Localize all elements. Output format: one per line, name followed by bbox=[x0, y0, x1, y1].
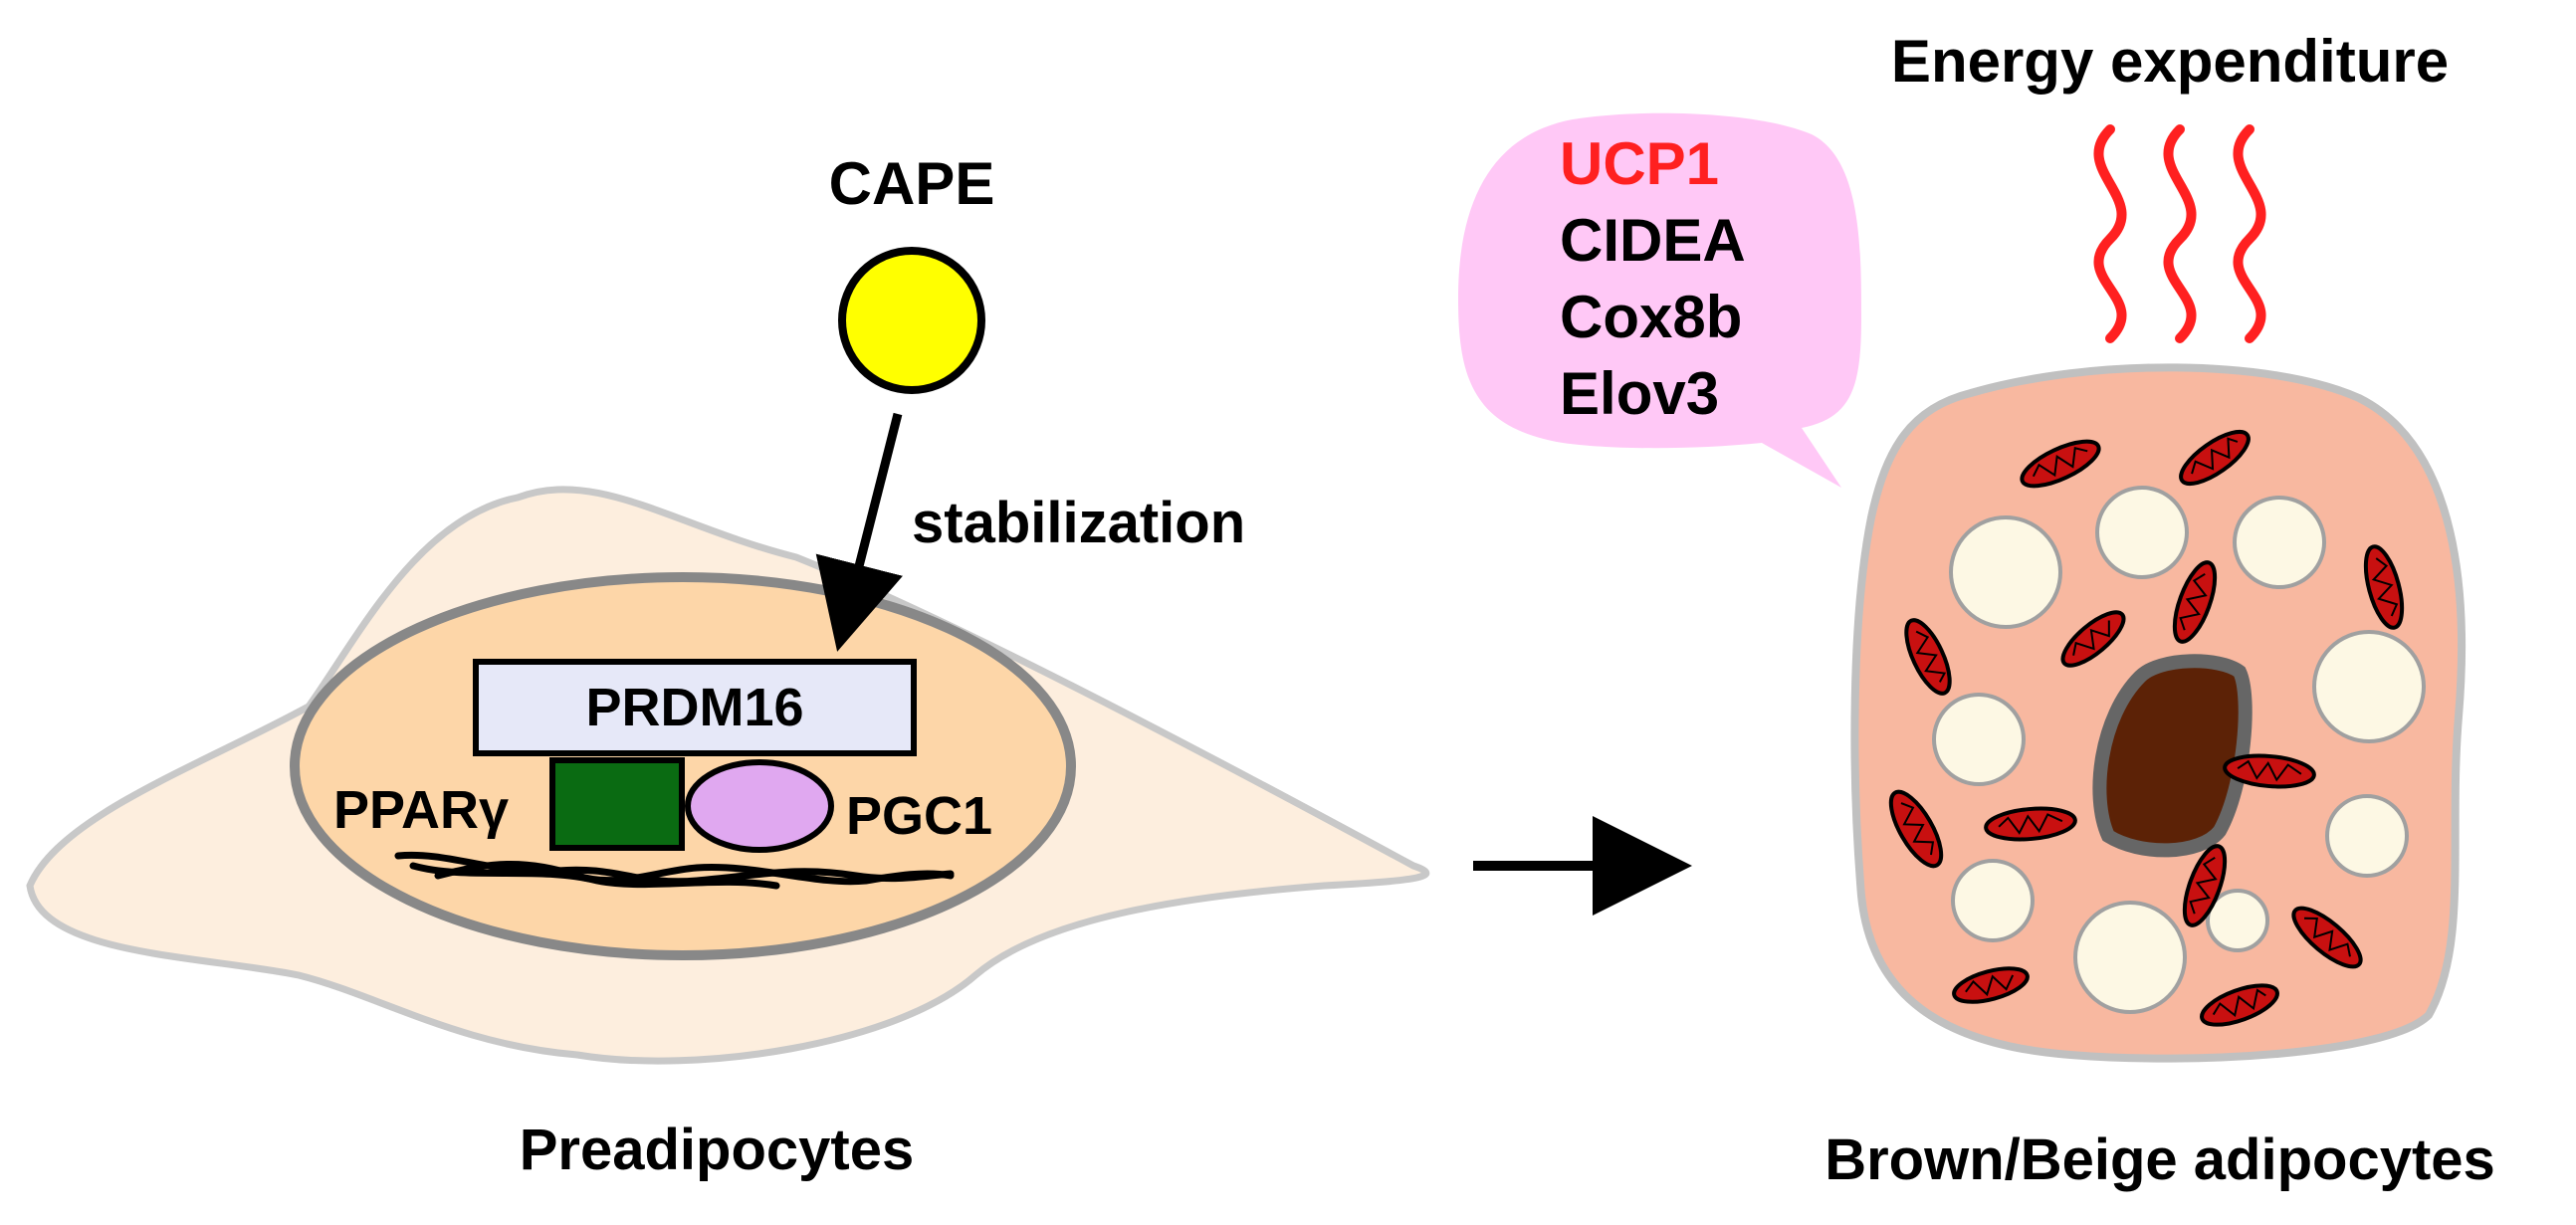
gene-elov3: Elov3 bbox=[1560, 360, 1719, 427]
mitochondrion bbox=[2172, 560, 2218, 644]
stabilization-label: stabilization bbox=[912, 491, 1245, 555]
prdm16-box: PRDM16 bbox=[473, 659, 917, 756]
cape-molecule bbox=[838, 247, 985, 394]
mitochondrion bbox=[2020, 439, 2101, 489]
mitochondrion bbox=[2060, 610, 2126, 668]
lipid-droplet bbox=[2206, 889, 2269, 952]
lipid-droplet bbox=[1951, 859, 2035, 942]
mitochondrion bbox=[2291, 906, 2363, 969]
mitochondrion bbox=[2179, 429, 2251, 487]
lipid-droplet bbox=[2233, 496, 2326, 589]
gene-speech-bubble: UCP1 CIDEA Cox8b Elov3 bbox=[1458, 112, 1861, 488]
mitochondrion bbox=[1904, 618, 1952, 696]
speech-bubble-shape bbox=[1458, 112, 1861, 488]
lipid-droplet bbox=[2095, 486, 2189, 579]
pgc1-label: PGC1 bbox=[846, 786, 992, 846]
mitochondrion bbox=[2223, 753, 2316, 789]
lipid-droplet bbox=[2325, 794, 2409, 878]
mitochondrion bbox=[2200, 983, 2279, 1027]
brown-beige-label: Brown/Beige adipocytes bbox=[1825, 1127, 2495, 1192]
prdm16-rect bbox=[473, 659, 917, 756]
ppar-gamma-label: PPARγ bbox=[333, 780, 509, 840]
lipid-droplet bbox=[2073, 901, 2187, 1014]
heat-waves-icon bbox=[2093, 124, 2266, 343]
lipid-droplet bbox=[1932, 693, 2026, 786]
pgc1-ellipse bbox=[685, 759, 834, 853]
mitochondrion bbox=[1984, 806, 2077, 842]
lipid-droplet bbox=[1949, 515, 2062, 629]
mitochondrion bbox=[1952, 966, 2030, 1004]
prdm16-label: PRDM16 bbox=[585, 678, 803, 737]
mitochondrion bbox=[1888, 789, 1944, 869]
cape-label: CAPE bbox=[829, 150, 995, 217]
preadipocytes-label: Preadipocytes bbox=[520, 1118, 915, 1182]
mitochondria bbox=[1888, 429, 2405, 1027]
stabilization-arrow bbox=[815, 412, 903, 652]
gene-cidea: CIDEA bbox=[1560, 207, 1746, 274]
gene-cox8b: Cox8b bbox=[1560, 284, 1742, 350]
brown-cell-nucleus bbox=[2092, 654, 2253, 858]
energy-expenditure-label: Energy expenditure bbox=[1891, 28, 2449, 95]
dna-strand bbox=[394, 851, 955, 890]
ppar-gamma-block bbox=[549, 757, 685, 851]
gene-ucp1: UCP1 bbox=[1560, 130, 1719, 197]
mitochondrion bbox=[2182, 844, 2228, 927]
mitochondrion bbox=[2363, 544, 2405, 630]
lipid-droplet bbox=[2312, 630, 2426, 743]
lipid-droplets bbox=[1932, 486, 2426, 1014]
